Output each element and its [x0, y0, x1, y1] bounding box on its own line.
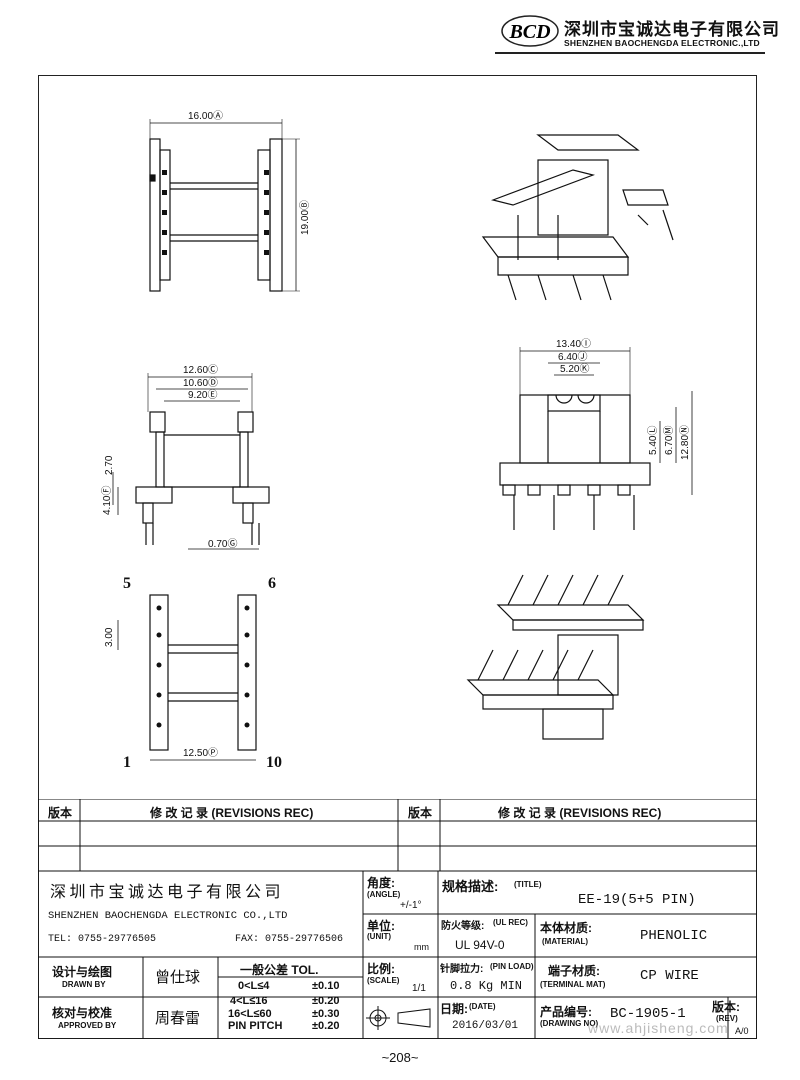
- scale-label: 比例:: [367, 962, 395, 976]
- tol-range-2: 16<L≤60: [228, 1008, 272, 1020]
- drawing-no-sub: (DRAWING NO): [540, 1019, 599, 1028]
- rev-label: 版本:: [712, 1000, 740, 1014]
- dim-top-height: 19.00Ⓑ: [299, 200, 311, 235]
- page-number: ~208~: [381, 1050, 419, 1065]
- dim-12-80: 12.80Ⓝ: [679, 425, 691, 460]
- bottom-view: [117, 594, 257, 761]
- ul-label: 防火等级:: [441, 921, 485, 932]
- ul-value: UL 94V-0: [455, 938, 505, 952]
- dim-3-00: 3.00: [104, 627, 115, 647]
- watermark: www.ahjisheng.com: [588, 1020, 729, 1036]
- company-name-cn: 深圳市宝诚达电子有限公司: [564, 20, 780, 39]
- drawing-no-value: BC-1905-1: [610, 1006, 686, 1022]
- dim-9-20: 9.20Ⓔ: [188, 389, 217, 401]
- pin-load-label: 针脚拉力:: [440, 964, 484, 975]
- date-sub: (DATE): [469, 1002, 496, 1011]
- dim-5-20: 5.20Ⓚ: [560, 363, 589, 375]
- scale-sub: (SCALE): [367, 976, 400, 985]
- tol-value-2: ±0.30: [312, 1008, 340, 1020]
- material-value: PHENOLIC: [640, 928, 708, 944]
- dim-6-40: 6.40Ⓙ: [558, 351, 587, 363]
- rev-value: A/0: [735, 1026, 749, 1036]
- drawing-no-label: 产品编号:: [540, 1005, 592, 1019]
- drawn-label: 设计与绘图: [52, 965, 113, 979]
- iso-view-bottom: [466, 574, 645, 740]
- approved-name: 周春雷: [155, 1011, 201, 1027]
- dim-12-60: 12.60Ⓒ: [183, 364, 218, 376]
- technical-drawing: 16.00Ⓐ 19.00Ⓑ 12.60Ⓒ 10.60Ⓓ 9.20Ⓔ 2.70 4…: [101, 110, 693, 771]
- dim-4-10: 4.10Ⓕ: [101, 486, 113, 515]
- pin-label-10: 10: [266, 754, 282, 771]
- title-block: [38, 799, 757, 1039]
- pin-label-6: 6: [268, 575, 276, 592]
- dim-top-width: 16.00Ⓐ: [188, 110, 223, 122]
- rev-col-label-2: 版本: [408, 806, 433, 820]
- rev-sub: (REV): [716, 1014, 738, 1023]
- company-en-block: SHENZHEN BAOCHENGDA ELECTRONIC CO.,LTD: [48, 910, 288, 922]
- unit-value: mm: [414, 942, 429, 952]
- company-name-en: SHENZHEN BAOCHENGDA ELECTRONIC.,LTD: [564, 38, 760, 48]
- scale-value: 1/1: [412, 983, 426, 994]
- rev-record-header: 修 改 记 录 (REVISIONS REC): [150, 806, 314, 820]
- rev-record-header-2: 修 改 记 录 (REVISIONS REC): [498, 806, 662, 820]
- tol-range-3: PIN PITCH: [228, 1020, 283, 1032]
- tol-value-3: ±0.20: [312, 1020, 340, 1032]
- title-value: EE-19(5+5 PIN): [578, 892, 696, 908]
- pin-load-value: 0.8 Kg MIN: [450, 979, 523, 993]
- rev-col-label: 版本: [48, 806, 73, 820]
- top-view: [149, 119, 300, 292]
- unit-label: 单位:: [367, 919, 395, 933]
- ul-sub: (UL REC): [493, 918, 528, 927]
- date-value: 2016/03/01: [452, 1020, 519, 1032]
- pin-load-sub: (PIN LOAD): [490, 962, 534, 971]
- unit-sub: (UNIT): [367, 932, 391, 941]
- tel: TEL: 0755-29776505: [48, 934, 157, 945]
- bcd-logo: BCD: [501, 15, 559, 47]
- drawn-name: 曾仕球: [155, 970, 201, 986]
- pin-label-1: 1: [123, 754, 131, 771]
- material-sub: (MATERIAL): [542, 937, 589, 946]
- iso-view-top: [481, 134, 674, 301]
- dim-10-60: 10.60Ⓓ: [183, 377, 218, 389]
- svg-text:BCD: BCD: [508, 21, 550, 43]
- terminal-value: CP WIRE: [640, 968, 699, 984]
- title-label: 规格描述:: [442, 879, 499, 894]
- dim-2-70: 2.70: [104, 455, 115, 475]
- terminal-label: 端子材质:: [548, 964, 600, 978]
- dim-6-70: 6.70Ⓜ: [663, 426, 675, 455]
- angle-value: +/-1°: [400, 900, 422, 911]
- angle-sub: (ANGLE): [367, 890, 401, 899]
- approved-sub: APPROVED BY: [58, 1021, 117, 1030]
- company-name-block: 深圳市宝诚达电子有限公司: [50, 884, 285, 901]
- dim-0-70: 0.70Ⓖ: [208, 538, 237, 550]
- material-label: 本体材质:: [540, 921, 592, 935]
- tol-value-1: ±0.20: [312, 995, 340, 1007]
- dim-5-40: 5.40Ⓛ: [647, 426, 659, 455]
- front-view: [112, 373, 270, 550]
- date-label: 日期:: [440, 1002, 468, 1016]
- side-view: [499, 347, 693, 530]
- drawn-sub: DRAWN BY: [62, 980, 106, 989]
- dim-13-40: 13.40Ⓘ: [556, 338, 591, 350]
- pin-label-5: 5: [123, 575, 131, 592]
- tol-range-1: 4<L≤16: [230, 995, 268, 1007]
- approved-label: 核对与校准: [52, 1006, 113, 1020]
- tol-value-0: ±0.10: [312, 980, 340, 992]
- dim-12-50: 12.50Ⓟ: [183, 747, 218, 759]
- tol-title: 一般公差 TOL.: [240, 963, 319, 977]
- fax: FAX: 0755-29776506: [235, 934, 344, 945]
- tol-range-0: 0<L≤4: [238, 980, 270, 992]
- header-rule: [495, 52, 765, 54]
- header: BCD 深圳市宝诚达电子有限公司 SHENZHEN BAOCHENGDA ELE…: [0, 0, 800, 60]
- terminal-sub: (TERMINAL MAT): [540, 980, 606, 989]
- angle-label: 角度:: [367, 876, 395, 890]
- title-sub: (TITLE): [514, 880, 542, 889]
